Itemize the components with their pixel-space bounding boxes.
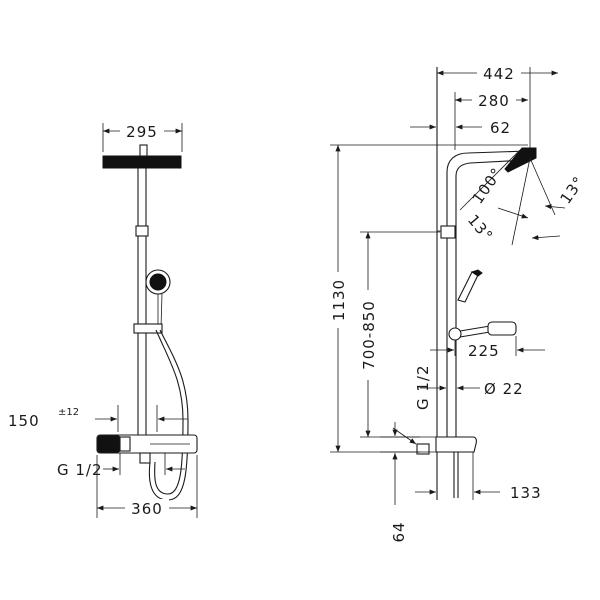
dim-arm-angle: 100° xyxy=(469,164,507,207)
side-shower-head xyxy=(504,147,537,173)
dim-tilt-b: 13° xyxy=(557,173,589,208)
dim-width-top: 295 xyxy=(126,123,158,141)
thermostat-button-dark xyxy=(97,435,121,453)
dim-total-depth: 442 xyxy=(483,65,515,83)
thermostat-shelf xyxy=(435,436,477,453)
inlet-union xyxy=(416,443,430,455)
dim-tilt-a: 13° xyxy=(464,211,497,245)
dim-arm-reach: 280 xyxy=(478,92,510,110)
hand-shower-face xyxy=(149,273,167,291)
thermostat-control xyxy=(119,436,131,452)
arm-wall-bracket xyxy=(440,225,456,239)
dim-inlet-offset: 64 xyxy=(390,521,408,542)
shower-head-connector xyxy=(139,144,148,157)
dim-wall-distance: 150 xyxy=(8,412,40,430)
dim-height: 1130 xyxy=(330,279,348,321)
dim-connection-front: G 1/2 xyxy=(57,461,103,479)
dim-bar-diameter: Ø 22 xyxy=(484,380,524,398)
thermostat-inlet xyxy=(139,452,151,464)
dim-width-bottom: 360 xyxy=(131,500,163,518)
hand-shower-holder xyxy=(133,323,163,334)
shower-hose-outer xyxy=(148,329,189,501)
wall-bracket-upper xyxy=(135,225,149,237)
front-view: 295 150 ±12 G 1/2 360 xyxy=(8,122,198,518)
dim-hand-shower: 225 xyxy=(468,342,500,360)
dim-connection-side: G 1/2 xyxy=(414,364,432,410)
dim-bar-offset: 62 xyxy=(490,119,511,137)
shower-arm-outer xyxy=(446,150,529,200)
side-hand-shower xyxy=(457,271,479,303)
side-hand-shower-laid xyxy=(487,321,517,336)
overhead-shower xyxy=(102,155,182,169)
dim-shelf-depth: 133 xyxy=(510,484,542,502)
shower-arm-inner xyxy=(455,159,529,200)
dim-wall-distance-tolerance: ±12 xyxy=(58,407,79,418)
shower-hose-inner xyxy=(154,329,184,495)
side-view: 442 280 62 100° 13° 13° 1130 700-850 xyxy=(328,63,588,543)
side-hand-shower-holder xyxy=(448,327,462,341)
dim-height-range: 700-850 xyxy=(360,300,378,370)
